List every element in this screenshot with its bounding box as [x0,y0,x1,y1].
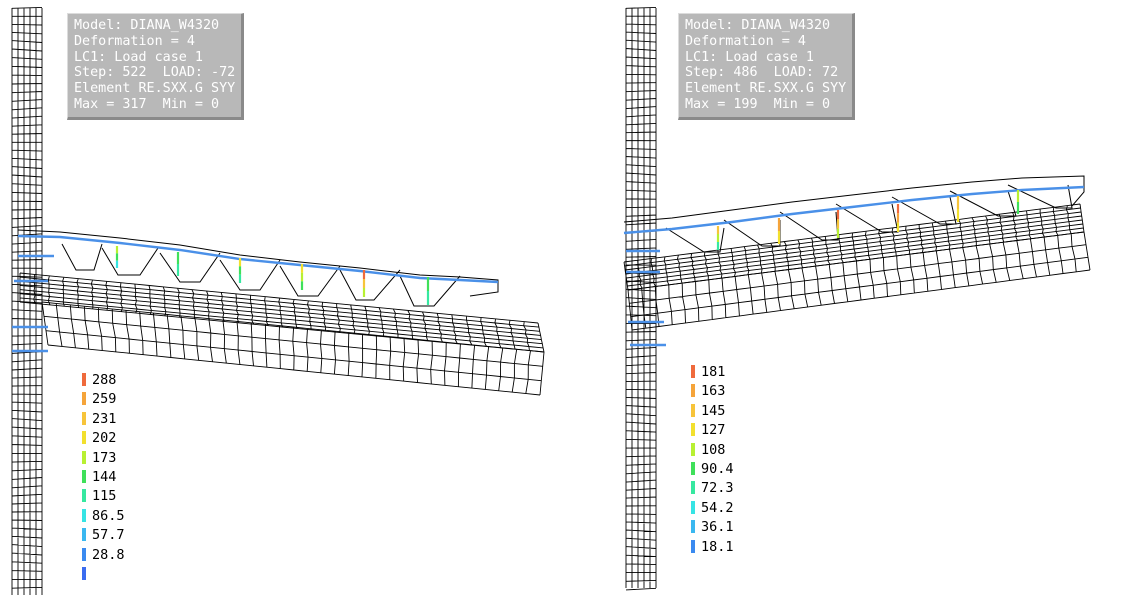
legend-swatch [691,403,695,417]
legend-value: 86.5 [92,507,125,524]
slab-coffer [61,243,103,271]
legend-swatch [691,365,695,378]
legend-swatch [82,508,86,522]
info-deformation: Deformation = 4 [74,33,195,49]
left-mesh-plot [11,6,545,595]
legend-value: 57.7 [92,527,125,544]
info-deformation: Deformation = 4 [685,33,806,49]
legend-value: 163 [701,383,726,400]
legend-swatch [82,547,86,561]
right-beam-lower-mesh [627,231,1091,331]
legend-value: 288 [92,372,117,388]
legend-value: 72.3 [701,480,734,497]
info-element: Element RE.SXX.G SYY [685,81,847,97]
right-column-mesh [625,6,657,591]
slab-coffer [159,252,221,283]
legend-value: 108 [701,441,726,458]
slab-coffer [891,196,957,225]
legend-value: 259 [92,391,117,408]
legend-value: 181 [701,364,726,380]
legend-value: 18.1 [701,538,734,555]
right-mesh-plot [623,6,1091,591]
legend-swatch [691,520,695,534]
left-beam-mesh [19,272,545,353]
legend-value: 115 [92,488,117,505]
left-beam-lower-mesh [41,301,545,396]
info-range: Max = 199 Min = 0 [685,96,831,112]
left-top-rebar [17,234,499,284]
info-model: Model: DIANA_W4320 [74,18,220,33]
slab-coffer [219,259,281,291]
info-element: Element RE.SXX.G SYY [74,81,236,97]
info-load-case: LC1: Load case 1 [74,49,203,65]
right-top-rebar [623,185,1085,235]
legend-swatch [691,481,695,495]
legend-value: 36.1 [701,519,734,536]
legend-swatch [82,566,86,580]
slab-coffer [101,247,159,276]
slab-coffer [949,190,1017,217]
info-step: Step: 522 LOAD: -72 [74,65,236,81]
legend-value: 28.8 [92,546,125,563]
legend-swatch [691,423,695,437]
legend-swatch [82,489,86,503]
legend-value: 231 [92,410,117,427]
legend-swatch [82,392,86,406]
legend-swatch [82,431,86,445]
legend-swatch [82,373,86,386]
legend-value: 145 [701,402,726,419]
left-column-mesh [11,6,43,595]
legend-value: 54.2 [701,499,734,516]
legend-value: 173 [92,449,117,466]
info-model: Model: DIANA_W4320 [685,18,831,33]
legend-swatch [691,500,695,514]
legend-swatch [691,539,695,553]
legend-swatch [82,411,86,425]
slab-coffer [339,269,401,301]
legend-swatch [691,384,695,398]
slab-coffer [665,227,725,253]
slab-coffer [279,265,341,297]
legend-value: 90.4 [701,460,734,477]
info-load-case: LC1: Load case 1 [685,49,814,65]
slab-coffer [399,275,461,307]
right-slab-outline [623,175,1085,223]
legend-value: 127 [701,422,726,439]
legend-swatch [82,450,86,464]
info-range: Max = 317 Min = 0 [74,96,220,112]
right-beam-mesh [623,203,1085,291]
legend-swatch [691,442,695,456]
slab-coffer [723,219,781,247]
legend-swatch [82,469,86,483]
info-step: Step: 486 LOAD: 72 [685,65,839,81]
slab-coffer [835,203,899,233]
legend-value: 202 [92,430,117,447]
slab-coffer [1007,184,1073,209]
legend-value: 144 [92,468,117,485]
legend-swatch [82,528,86,542]
legend-swatch [691,461,695,475]
